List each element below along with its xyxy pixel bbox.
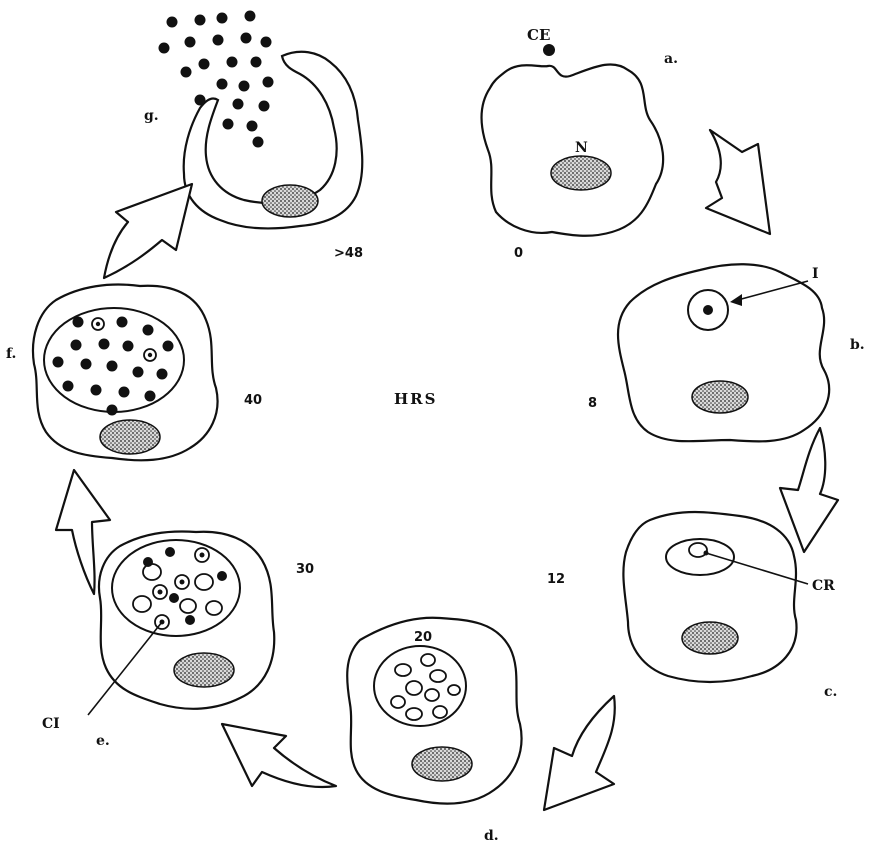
stage-letter-a: a.	[664, 51, 678, 67]
stage-hours-f: 40	[244, 393, 262, 408]
arrow-b-to-c	[780, 428, 838, 552]
stage-g-released-elementary-bodies	[159, 11, 274, 148]
label-ci: CI	[42, 716, 60, 732]
arrow-c-to-d	[544, 696, 615, 810]
stage-f-cell	[33, 285, 218, 461]
stage-hours-a: 0	[514, 246, 523, 261]
stage-b-cell	[618, 264, 829, 441]
stage-b-nucleus	[692, 381, 748, 413]
stage-d-cell	[347, 618, 521, 804]
stage-letter-f: f.	[6, 346, 16, 362]
stage-a-host-cell	[482, 64, 664, 235]
stage-hours-e: 30	[296, 562, 314, 577]
stage-hours-c: 12	[547, 572, 565, 587]
stage-letter-d: d.	[484, 828, 499, 844]
stage-hours-g: >48	[334, 246, 363, 261]
label-ce: CE	[527, 26, 550, 44]
stage-letter-g: g.	[144, 108, 159, 124]
stage-letter-e: e.	[96, 733, 110, 749]
stage-f-nucleus	[100, 420, 160, 454]
arrow-d-to-e	[222, 724, 336, 787]
arrow-f-to-g	[104, 184, 192, 278]
stage-hours-b: 8	[588, 396, 597, 411]
arrow-a-to-b	[706, 130, 770, 234]
stage-a-elementary-body	[543, 44, 555, 56]
stage-b-host-cell	[618, 264, 829, 441]
center-label-hrs: HRS	[394, 390, 437, 408]
stage-e-cell	[99, 532, 274, 709]
label-cr: CR	[812, 578, 835, 594]
stage-b-elementary-body	[703, 305, 713, 315]
stage-a-nucleus	[551, 156, 611, 190]
stage-c-cell	[623, 512, 796, 682]
stage-e-nucleus	[174, 653, 234, 687]
stage-c-host-cell	[623, 512, 796, 682]
stage-letter-c: c.	[824, 684, 837, 700]
label-nucleus: N	[575, 140, 588, 156]
stage-d-nucleus	[412, 747, 472, 781]
stage-e-inclusion	[112, 540, 240, 636]
stage-c-reticulate-body	[689, 543, 707, 557]
stage-a-cell	[482, 44, 664, 236]
stage-f-inclusion	[44, 308, 184, 412]
label-inclusion: I	[812, 266, 819, 282]
cr-pointer-dot	[704, 551, 709, 556]
stage-g-nucleus	[262, 185, 318, 217]
stage-c-nucleus	[682, 622, 738, 654]
stage-letter-b: b.	[850, 337, 865, 353]
stage-hours-d: 20	[414, 630, 432, 645]
